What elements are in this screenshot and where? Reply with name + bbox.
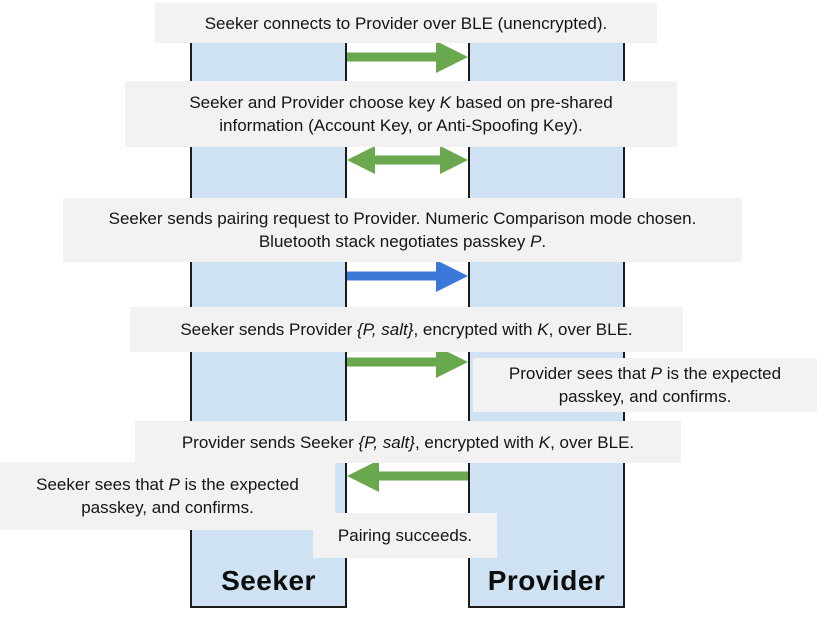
message-choose-key: Seeker and Provider choose key K based o… [125,81,677,147]
message-seeker-sends-passkey: Seeker sends Provider {P, salt}, encrypt… [130,307,683,352]
provider-sends-arrow-icon [347,459,468,493]
arrow-head-right-icon [436,41,468,73]
arrow-head-right-icon [436,260,468,292]
message-pairing-request: Seeker sends pairing request to Provider… [63,198,742,262]
arrow-shaft [347,357,442,367]
arrow-shaft [347,271,442,281]
lane-provider-label: Provider [487,565,606,596]
lane-seeker-label: Seeker [221,565,316,596]
connect-arrow-icon [347,40,468,74]
arrow-shaft [347,52,442,62]
arrow-shaft [373,471,468,481]
message-connect: Seeker connects to Provider over BLE (un… [155,3,657,43]
arrow-head-right-icon [440,146,468,174]
message-pairing-succeeds: Pairing succeeds. [313,513,497,558]
arrow-shaft [369,155,446,165]
message-provider-sends-passkey: Provider sends Seeker {P, salt}, encrypt… [135,421,681,463]
choose-key-arrow-icon [347,143,468,177]
arrow-head-left-icon [347,146,375,174]
pairing-request-arrow-icon [347,259,468,293]
arrow-head-left-icon [347,460,379,492]
